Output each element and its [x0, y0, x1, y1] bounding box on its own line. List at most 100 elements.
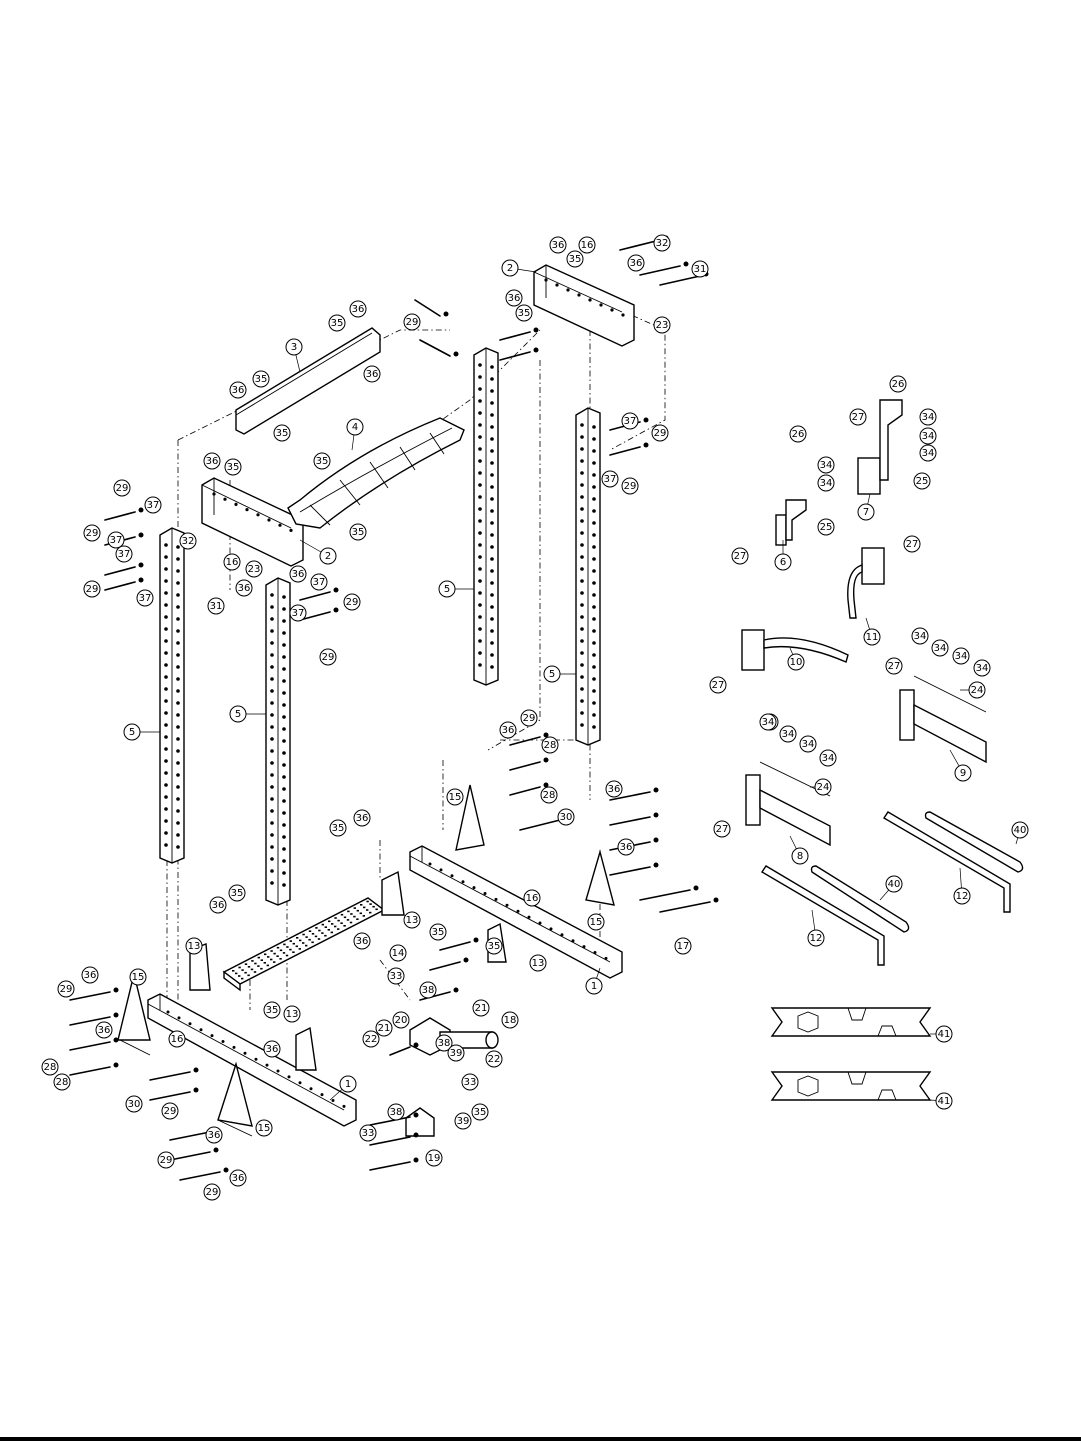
callout-35: 35: [471, 1103, 489, 1121]
callout-label: 13: [286, 1009, 299, 1020]
callout-34: 34: [919, 427, 937, 445]
callout-label: 35: [266, 1005, 279, 1016]
callout-label: 11: [866, 632, 879, 643]
callout-label: 40: [888, 879, 901, 890]
callout-34: 34: [817, 474, 835, 492]
callout-27: 27: [713, 820, 731, 838]
callout-16: 16: [223, 553, 241, 571]
callout-label: 39: [450, 1048, 463, 1059]
callout-29: 29: [57, 980, 75, 998]
callout-36: 36: [229, 1169, 247, 1187]
callout-label: 2: [325, 551, 331, 562]
callout-38: 38: [419, 981, 437, 999]
callout-21: 21: [375, 1019, 393, 1037]
callout-36: 36: [505, 289, 523, 307]
crossmember-top-front: [201, 477, 304, 567]
callout-35: 35: [273, 424, 291, 442]
callout-label: 37: [147, 500, 160, 511]
callout-label: 18: [504, 1015, 517, 1026]
callout-29: 29: [83, 524, 101, 542]
callout-5: 5: [123, 723, 160, 741]
callout-label: 23: [656, 320, 669, 331]
callout-label: 24: [971, 685, 984, 696]
callout-35: 35: [566, 250, 584, 268]
callout-label: 36: [232, 385, 245, 396]
callout-label: 5: [549, 669, 555, 680]
callout-label: 40: [1014, 825, 1027, 836]
callout-24: 24: [960, 681, 986, 699]
callout-36: 36: [95, 1021, 113, 1039]
callout-label: 31: [210, 601, 223, 612]
crossmember-top-rear: [533, 264, 635, 347]
callout-label: 34: [782, 729, 795, 740]
callout-37: 37: [115, 545, 133, 563]
callout-label: 26: [792, 429, 805, 440]
callout-label: 36: [608, 784, 621, 795]
callout-32: 32: [653, 234, 671, 252]
callout-28: 28: [53, 1073, 71, 1091]
callout-22: 22: [485, 1050, 503, 1068]
callout-27: 27: [709, 676, 727, 694]
callout-label: 29: [624, 481, 637, 492]
callout-label: 32: [182, 536, 195, 547]
callout-36: 36: [499, 721, 517, 739]
callout-28: 28: [41, 1058, 59, 1076]
callout-41: 41: [929, 1092, 953, 1110]
callout-label: 28: [56, 1077, 69, 1088]
callout-label: 37: [292, 608, 305, 619]
callout-label: 5: [444, 584, 450, 595]
callout-35: 35: [515, 304, 533, 322]
spotter-arm-9: [899, 675, 987, 764]
callout-30: 30: [125, 1095, 143, 1113]
callout-label: 21: [475, 1003, 488, 1014]
callout-35: 35: [429, 923, 447, 941]
callout-label: 7: [863, 507, 869, 518]
callout-label: 29: [654, 428, 667, 439]
foot-gusset-4: [585, 849, 615, 906]
callout-label: 35: [474, 1107, 487, 1118]
callout-label: 34: [976, 663, 989, 674]
callout-35: 35: [485, 937, 503, 955]
callout-16: 16: [578, 236, 596, 254]
callout-label: 26: [892, 379, 905, 390]
callout-label: 38: [438, 1038, 451, 1049]
callout-41: 41: [930, 1025, 953, 1043]
callout-34: 34: [817, 456, 835, 474]
callout-34: 34: [919, 408, 937, 426]
callout-label: 36: [266, 1044, 279, 1055]
callout-17: 17: [674, 937, 692, 955]
callout-label: 41: [938, 1029, 951, 1040]
callout-label: 36: [630, 258, 643, 269]
callout-29: 29: [403, 313, 421, 331]
callout-label: 34: [820, 460, 833, 471]
callout-28: 28: [540, 786, 558, 804]
callout-36: 36: [363, 365, 381, 383]
callout-label: 28: [44, 1062, 57, 1073]
callout-label: 29: [164, 1106, 177, 1117]
callout-label: 29: [86, 584, 99, 595]
crossmember-top-side: [235, 327, 381, 435]
callout-29: 29: [203, 1183, 221, 1201]
callout-label: 13: [406, 915, 419, 926]
callout-label: 27: [712, 680, 725, 691]
spotter-arm-8: [745, 761, 831, 847]
callout-label: 13: [532, 958, 545, 969]
wrench-2: [770, 1071, 932, 1101]
callout-14: 14: [389, 944, 407, 962]
callout-35: 35: [224, 458, 242, 476]
callout-label: 36: [238, 583, 251, 594]
callout-2: 2: [501, 259, 537, 277]
callout-20: 20: [392, 1011, 410, 1029]
callout-26: 26: [889, 375, 907, 393]
callout-27: 27: [903, 535, 921, 553]
callout-15: 15: [129, 968, 147, 986]
callout-37: 37: [310, 573, 328, 591]
callout-23: 23: [245, 560, 263, 578]
callout-29: 29: [520, 709, 538, 727]
callout-label: 35: [332, 823, 345, 834]
callout-label: 34: [922, 412, 935, 423]
callout-26: 26: [789, 425, 807, 443]
grate-holes: [232, 900, 378, 980]
callout-36: 36: [229, 381, 247, 399]
jhook-7: [857, 399, 903, 495]
